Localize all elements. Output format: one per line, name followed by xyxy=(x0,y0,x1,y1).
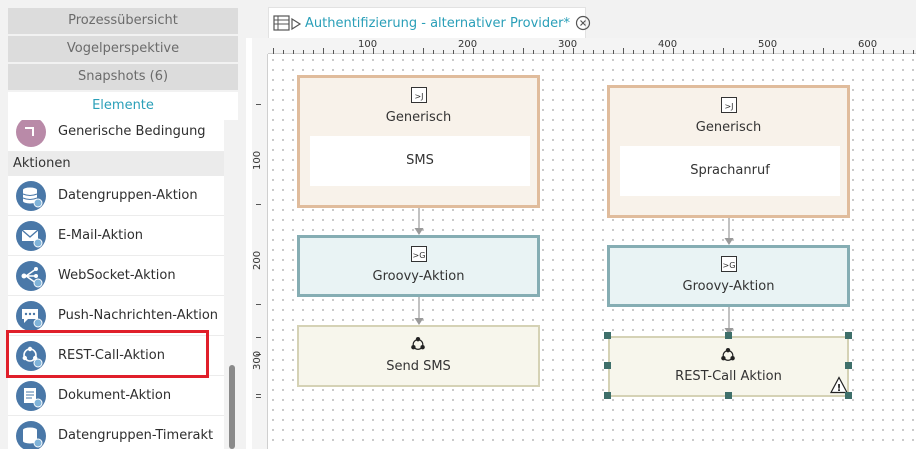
selection-handle-se[interactable] xyxy=(845,392,852,399)
horizontal-ruler: 100 200 300 400 500 600 xyxy=(268,38,916,54)
list-item-label: E-Mail-Aktion xyxy=(58,228,144,243)
connector-right-1[interactable] xyxy=(724,218,734,245)
svg-text:!: ! xyxy=(837,383,842,394)
ruler-label-100: 100 xyxy=(358,39,378,50)
ruler-label-v100: 100 xyxy=(252,150,263,170)
accordion-elemente[interactable]: Elemente xyxy=(8,92,238,120)
rest-call-icon xyxy=(721,348,735,361)
ruler-label-300: 300 xyxy=(558,39,578,50)
close-icon[interactable] xyxy=(575,15,591,31)
ruler-label-600: 600 xyxy=(858,39,878,50)
svg-text:>G: >G xyxy=(413,251,426,260)
list-item-rest-call-aktion[interactable]: REST-Call-Aktion xyxy=(8,336,224,376)
script-g-icon: >G xyxy=(411,246,427,262)
palette-panel: Prozessübersicht Vogelperspektive Snapsh… xyxy=(0,0,246,449)
ruler-label-v300: 300 xyxy=(252,350,263,370)
selection-handle-e[interactable] xyxy=(845,362,852,369)
rest-call-icon xyxy=(411,337,425,350)
selection-handle-nw[interactable] xyxy=(604,332,611,339)
list-item-email-aktion[interactable]: E-Mail-Aktion xyxy=(8,216,224,256)
node-title: Generisch xyxy=(385,110,452,125)
node-content: SMS xyxy=(310,136,530,186)
scrollbar-thumb[interactable] xyxy=(229,365,235,449)
ruler-ticks xyxy=(273,48,914,54)
node-title: Generisch xyxy=(695,120,762,135)
editor-tab-bar: Authentifizierung - alternativer Provide… xyxy=(246,0,916,38)
node-rest-call-aktion[interactable]: REST-Call Aktion ! xyxy=(608,336,849,397)
script-j-icon: >J xyxy=(721,97,737,113)
node-groovy-aktion-left[interactable]: >G Groovy-Aktion xyxy=(297,235,540,297)
section-header-aktionen: Aktionen xyxy=(8,152,224,176)
list-item-label: Generische Bedingung xyxy=(58,124,206,139)
list-item-generische-bedingung[interactable]: Generische Bedingung xyxy=(8,120,224,152)
element-list: Generische Bedingung Aktionen Datengrupp… xyxy=(8,120,224,449)
ruler-ticks xyxy=(256,104,261,398)
accordion-vogelperspektive[interactable]: Vogelperspektive xyxy=(8,36,238,62)
tab-authentifizierung[interactable]: Authentifizierung - alternativer Provide… xyxy=(268,7,591,38)
svg-text:>J: >J xyxy=(724,102,733,111)
ruler-label-400: 400 xyxy=(658,39,678,50)
node-title: REST-Call Aktion xyxy=(675,369,782,384)
chat-bubble-gear-icon xyxy=(16,300,46,331)
selection-handle-sw[interactable] xyxy=(604,392,611,399)
ruler-corner xyxy=(252,38,268,54)
rest-call-gear-icon xyxy=(16,340,46,371)
node-generisch-sprachanruf[interactable]: >J Generisch Sprachanruf xyxy=(607,85,850,218)
list-item-label: WebSocket-Aktion xyxy=(58,268,176,283)
list-item-label: Datengruppen-Timeraktion xyxy=(58,428,214,443)
list-item-push-nachrichten-aktion[interactable]: Push-Nachrichten-Aktion xyxy=(8,296,224,336)
connector-left-1[interactable] xyxy=(414,208,424,235)
node-title: Groovy-Aktion xyxy=(372,269,465,284)
list-item-label: REST-Call-Aktion xyxy=(58,348,165,363)
vertical-ruler: 100 200 300 xyxy=(252,54,268,449)
node-send-sms[interactable]: Send SMS xyxy=(297,325,540,387)
connector-layer xyxy=(414,208,734,335)
connector-left-2[interactable] xyxy=(414,297,424,325)
script-j-icon: >J xyxy=(411,87,427,103)
database-gear-icon xyxy=(16,180,46,211)
node-groovy-aktion-right[interactable]: >G Groovy-Aktion xyxy=(607,245,850,307)
list-item-label: Dokument-Aktion xyxy=(58,388,172,403)
ruler-label-v200: 200 xyxy=(252,250,263,270)
accordion-prozessuebersicht[interactable]: Prozessübersicht xyxy=(8,8,238,34)
connector-right-2[interactable] xyxy=(724,307,734,335)
script-g-icon: >G xyxy=(721,256,737,272)
condition-icon xyxy=(16,120,46,147)
list-item-websocket-aktion[interactable]: WebSocket-Aktion xyxy=(8,256,224,296)
element-list-scrollbar[interactable] xyxy=(227,120,237,449)
ruler-label-500: 500 xyxy=(758,39,778,50)
accordion-snapshots[interactable]: Snapshots (6) xyxy=(8,64,238,90)
process-icon xyxy=(273,15,302,31)
node-title: Groovy-Aktion xyxy=(682,279,775,294)
list-item-label: Datengruppen-Aktion xyxy=(58,188,198,203)
list-item-datengruppen-timeraktion[interactable]: Datengruppen-Timeraktion xyxy=(8,416,224,449)
warning-icon[interactable]: ! xyxy=(830,376,848,394)
selection-handle-w[interactable] xyxy=(604,362,611,369)
envelope-gear-icon xyxy=(16,220,46,251)
diagram-canvas[interactable]: >J Generisch SMS >G Groovy-Aktion Send S… xyxy=(268,55,916,449)
node-title: Send SMS xyxy=(386,359,451,374)
database-timer-icon xyxy=(16,420,46,449)
websocket-gear-icon xyxy=(16,260,46,291)
list-item-dokument-aktion[interactable]: Dokument-Aktion xyxy=(8,376,224,416)
svg-text:>J: >J xyxy=(414,92,423,101)
tab-title: Authentifizierung - alternativer Provide… xyxy=(305,15,570,31)
node-generisch-sms[interactable]: >J Generisch SMS xyxy=(297,75,540,208)
highlight-rest-call-aktion xyxy=(6,330,209,378)
selection-handle-s[interactable] xyxy=(725,392,732,399)
svg-text:>G: >G xyxy=(723,261,736,270)
selection-handle-ne[interactable] xyxy=(845,332,852,339)
document-gear-icon xyxy=(16,380,46,411)
selection-handle-n[interactable] xyxy=(725,332,732,339)
ruler-label-200: 200 xyxy=(458,39,478,50)
list-item-datengruppen-aktion[interactable]: Datengruppen-Aktion xyxy=(8,176,224,216)
node-content: Sprachanruf xyxy=(620,146,840,196)
list-item-label: Push-Nachrichten-Aktion xyxy=(58,308,219,323)
